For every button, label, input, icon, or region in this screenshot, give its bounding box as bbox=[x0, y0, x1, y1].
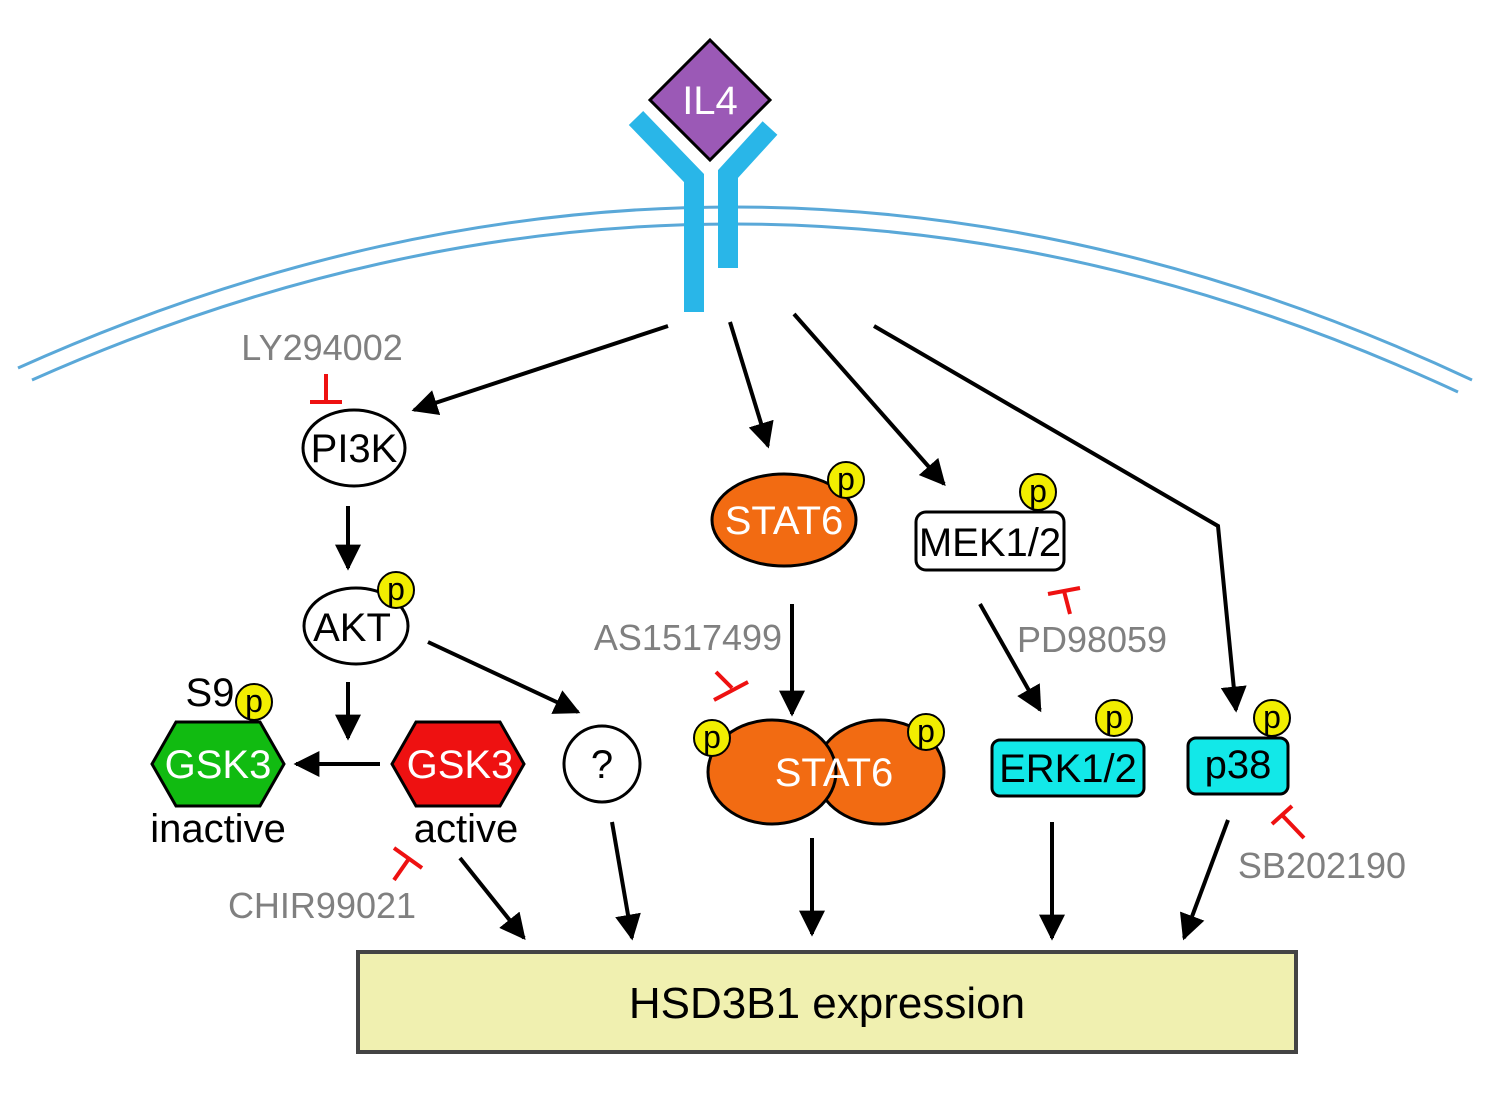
stat6-dimer-label: STAT6 bbox=[775, 751, 894, 795]
arrow-akt-to-unknown bbox=[427, 640, 581, 714]
ly294002-label: LY294002 bbox=[241, 327, 403, 368]
stat6-monomer-node: STAT6 p bbox=[710, 461, 865, 568]
s9-site-label: S9 bbox=[186, 671, 235, 715]
inhibitor-bar bbox=[713, 680, 749, 702]
phospho-badge bbox=[1019, 473, 1057, 511]
inhibitor-ly294002: LY294002 bbox=[241, 327, 403, 404]
chir99021-label: CHIR99021 bbox=[228, 885, 416, 926]
pd98059-label: PD98059 bbox=[1017, 619, 1167, 660]
hsd3b1-output-box: HSD3B1 expression bbox=[356, 950, 1298, 1054]
arrow-mek-to-erk bbox=[978, 603, 1042, 713]
akt-node: AKT p bbox=[302, 571, 415, 666]
arrow-p38-to-output bbox=[1179, 819, 1230, 941]
arrow-unknown-to-output bbox=[610, 821, 641, 941]
inhibitor-pd98059: PD98059 bbox=[1017, 586, 1167, 660]
erk-label: ERK1/2 bbox=[999, 747, 1137, 791]
p38-node: p38 p bbox=[1186, 699, 1291, 796]
arrow-to-mek bbox=[792, 312, 946, 486]
stat6-monomer-label: STAT6 bbox=[725, 499, 844, 543]
gsk3-inactive-label: GSK3 bbox=[165, 743, 272, 787]
mek-node: MEK1/2 p bbox=[914, 473, 1066, 572]
arrow-gsk3-to-output bbox=[458, 856, 526, 941]
arrow-to-p38 bbox=[872, 324, 1247, 713]
inhibitor-chir99021: CHIR99021 bbox=[228, 846, 424, 926]
phospho-badge bbox=[235, 683, 273, 721]
pi3k-label: PI3K bbox=[311, 427, 398, 471]
phospho-label: p bbox=[837, 461, 855, 497]
phospho-badge bbox=[827, 461, 865, 499]
erk-node: ERK1/2 p bbox=[990, 699, 1146, 798]
phospho-label: p bbox=[245, 683, 263, 719]
unknown-node: ? bbox=[562, 724, 642, 804]
receptor-arrows bbox=[411, 312, 1247, 713]
arrow-to-pi3k bbox=[411, 324, 669, 415]
gsk3-active-label: GSK3 bbox=[407, 743, 514, 787]
phospho-label: p bbox=[387, 571, 405, 607]
pi3k-node: PI3K bbox=[301, 408, 407, 488]
phospho-badge bbox=[377, 571, 415, 609]
p38-label: p38 bbox=[1205, 743, 1272, 787]
inhibitor-as1517499: AS1517499 bbox=[594, 617, 782, 702]
sb202190-label: SB202190 bbox=[1238, 845, 1406, 886]
phospho-label: p bbox=[703, 719, 721, 755]
il4-label: IL4 bbox=[682, 79, 738, 123]
cell-membrane bbox=[17, 205, 1473, 394]
phospho-badge bbox=[693, 719, 731, 757]
phospho-badge bbox=[1253, 699, 1291, 737]
as1517499-label: AS1517499 bbox=[594, 617, 782, 658]
il4-receptor bbox=[628, 111, 778, 312]
inhibitor-bar bbox=[392, 846, 424, 870]
active-state-label: active bbox=[414, 807, 519, 851]
phospho-label: p bbox=[1263, 699, 1281, 735]
il4-ligand: IL4 bbox=[647, 37, 773, 163]
akt-label: AKT bbox=[313, 606, 391, 650]
unknown-label: ? bbox=[591, 743, 613, 787]
phospho-badge bbox=[907, 713, 945, 751]
mek-label: MEK1/2 bbox=[919, 521, 1061, 565]
output-arrows bbox=[458, 819, 1230, 941]
inhibitor-bar bbox=[1062, 590, 1072, 615]
inhibitor-sb202190: SB202190 bbox=[1238, 804, 1406, 886]
hsd3b1-label: HSD3B1 expression bbox=[629, 979, 1025, 1028]
inhibitor-bar bbox=[392, 858, 410, 882]
stat6-dimer-node: STAT6 p p bbox=[693, 713, 946, 826]
arrow-to-stat6 bbox=[728, 321, 774, 449]
inactive-state-label: inactive bbox=[150, 807, 286, 851]
phospho-label: p bbox=[1029, 473, 1047, 509]
phospho-label: p bbox=[1105, 699, 1123, 735]
inhibitor-bar bbox=[1280, 813, 1306, 840]
phospho-label: p bbox=[917, 713, 935, 749]
phospho-badge bbox=[1095, 699, 1133, 737]
gsk3-active-node: GSK3 active bbox=[390, 720, 526, 851]
gsk3-inactive-node: GSK3 S9 p inactive bbox=[150, 671, 286, 851]
inhibitor-bar bbox=[714, 670, 734, 690]
